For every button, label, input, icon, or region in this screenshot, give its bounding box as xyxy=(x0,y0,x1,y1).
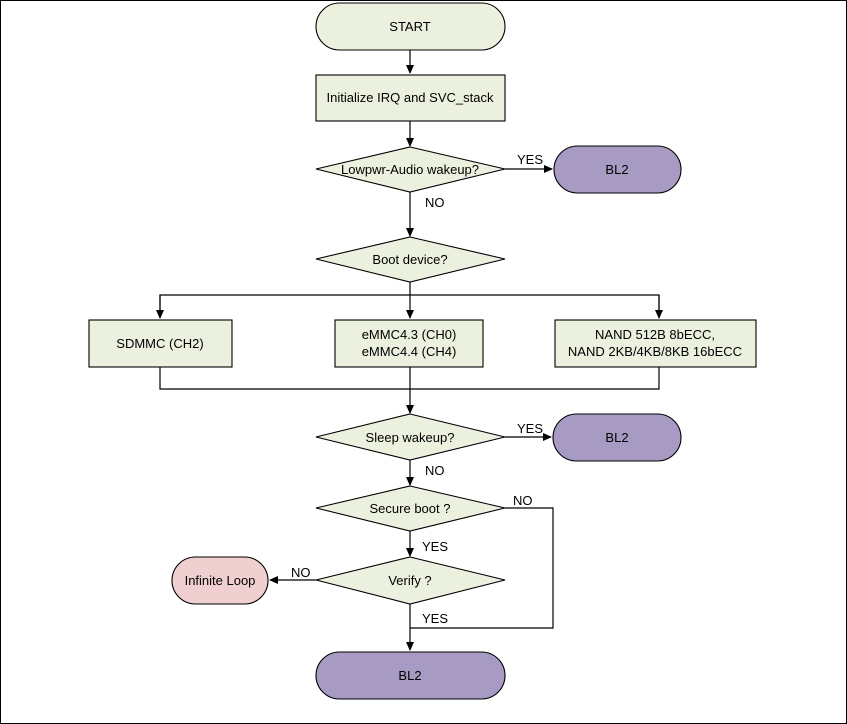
bl2-middle-label: BL2 xyxy=(605,430,628,445)
nand-node: NAND 512B 8bECC, NAND 2KB/4KB/8KB 16bECC xyxy=(554,319,757,368)
bl2-top-shape xyxy=(553,145,682,194)
bl2-top-node: BL2 xyxy=(553,145,682,194)
edge-labels: YES NO YES NO NO YES NO YES xyxy=(291,152,543,626)
bl2-final-node: BL2 xyxy=(315,651,506,700)
verify-decision: Verify ? xyxy=(315,556,506,605)
start-node: START xyxy=(315,2,506,51)
start-shape xyxy=(315,2,506,51)
secure-decision: Secure boot ? xyxy=(315,485,506,532)
bl2-middle-shape xyxy=(552,413,682,462)
bl2-top-label: BL2 xyxy=(605,162,628,177)
emmc-label-1: eMMC4.3 (CH0) xyxy=(362,327,457,342)
secure-shape xyxy=(315,485,506,532)
verify-yes-label: YES xyxy=(422,611,448,626)
nand-label-1: NAND 512B 8bECC, xyxy=(595,327,715,342)
sleep-no-label: NO xyxy=(425,463,445,478)
boot-device-label: Boot device? xyxy=(372,252,447,267)
start-label: START xyxy=(389,19,430,34)
boot-device-shape xyxy=(315,236,506,283)
infinite-loop-label: Infinite Loop xyxy=(185,573,256,588)
verify-shape xyxy=(315,556,506,605)
emmc-label-2: eMMC4.4 (CH4) xyxy=(362,344,457,359)
sleep-decision: Sleep wakeup? xyxy=(315,413,506,461)
infinite-loop-node: Infinite Loop xyxy=(171,556,269,605)
bl2-middle-node: BL2 xyxy=(552,413,682,462)
edge-secure-no xyxy=(410,507,554,629)
sleep-shape xyxy=(315,413,506,461)
lowpwr-yes-label: YES xyxy=(517,152,543,167)
bl2-final-shape xyxy=(315,651,506,700)
boot-device-decision: Boot device? xyxy=(315,236,506,283)
nand-label-2: NAND 2KB/4KB/8KB 16bECC xyxy=(568,344,742,359)
bl2-final-label: BL2 xyxy=(398,668,421,683)
sleep-yes-label: YES xyxy=(517,421,543,436)
lowpwr-shape xyxy=(315,146,506,193)
init-node: Initialize IRQ and SVC_stack xyxy=(315,74,506,122)
connectors xyxy=(156,50,663,651)
sdmmc-node: SDMMC (CH2) xyxy=(88,319,233,368)
verify-no-label: NO xyxy=(291,565,311,580)
sdmmc-label: SDMMC (CH2) xyxy=(116,336,203,351)
emmc-node: eMMC4.3 (CH0) eMMC4.4 (CH4) xyxy=(334,319,484,368)
nand-shape xyxy=(554,319,757,368)
emmc-shape xyxy=(334,319,484,368)
infinite-loop-shape xyxy=(171,556,269,605)
lowpwr-decision: Lowpwr-Audio wakeup? xyxy=(315,146,506,193)
verify-label: Verify ? xyxy=(388,573,431,588)
lowpwr-no-label: NO xyxy=(425,195,445,210)
secure-no-label: NO xyxy=(513,493,533,508)
sleep-label: Sleep wakeup? xyxy=(366,430,455,445)
sdmmc-shape xyxy=(88,319,233,368)
init-label: Initialize IRQ and SVC_stack xyxy=(327,90,494,105)
secure-yes-label: YES xyxy=(422,539,448,554)
lowpwr-label: Lowpwr-Audio wakeup? xyxy=(341,162,479,177)
init-shape xyxy=(315,74,506,122)
secure-label: Secure boot ? xyxy=(370,501,451,516)
